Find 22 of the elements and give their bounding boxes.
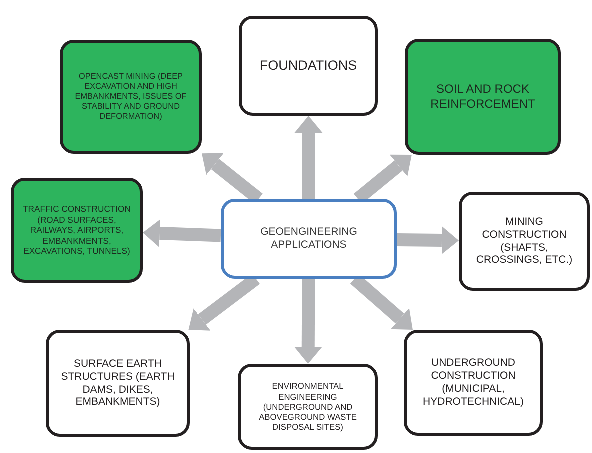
block-arrow — [294, 278, 322, 364]
application-box — [459, 192, 590, 291]
node-label: MINING CONSTRUCTION (SHAFTS, CROSSINGS, ETC.) — [475, 216, 574, 268]
node-label: ENVIRONMENTAL ENGINEERING (UNDERGROUND AND ABOVEGROUND WASTE DISPOSAL SITES) — [258, 381, 358, 433]
node-label: SURFACE EARTH STRUCTURES (EARTH DAMS, DIKES, EMBANKMENTS) — [60, 358, 176, 410]
application-box — [46, 330, 190, 437]
application-box — [404, 330, 543, 436]
application-box — [405, 39, 561, 155]
block-arrow — [294, 116, 323, 200]
application-box — [60, 40, 202, 154]
application-box — [238, 364, 378, 450]
application-box — [11, 178, 143, 283]
node-label: TRAFFIC CONSTRUCTION (ROAD SURFACES, RAILWAYS, AIRPORTS, EMBANKMENTS, EXCAVATIONS, TUNNELS) — [22, 204, 132, 257]
central-box — [221, 199, 397, 279]
node-label: OPENCAST MINING (DEEP EXCAVATION AND HIGH EMBANKMENTS, ISSUES OF STABILITY AND GROUND DEFORMATION) — [74, 72, 188, 122]
block-arrow — [143, 220, 222, 248]
application-box — [239, 16, 378, 116]
node-label: FOUNDATIONS — [260, 58, 358, 74]
block-arrow — [396, 226, 459, 255]
node-label: GEOENGINEERING APPLICATIONS — [260, 226, 358, 252]
node-label: SOIL AND ROCK REINFORCEMENT — [430, 82, 536, 112]
node-label: UNDERGROUND CONSTRUCTION (MUNICIPAL, HYDROTECHNICAL) — [422, 357, 525, 409]
